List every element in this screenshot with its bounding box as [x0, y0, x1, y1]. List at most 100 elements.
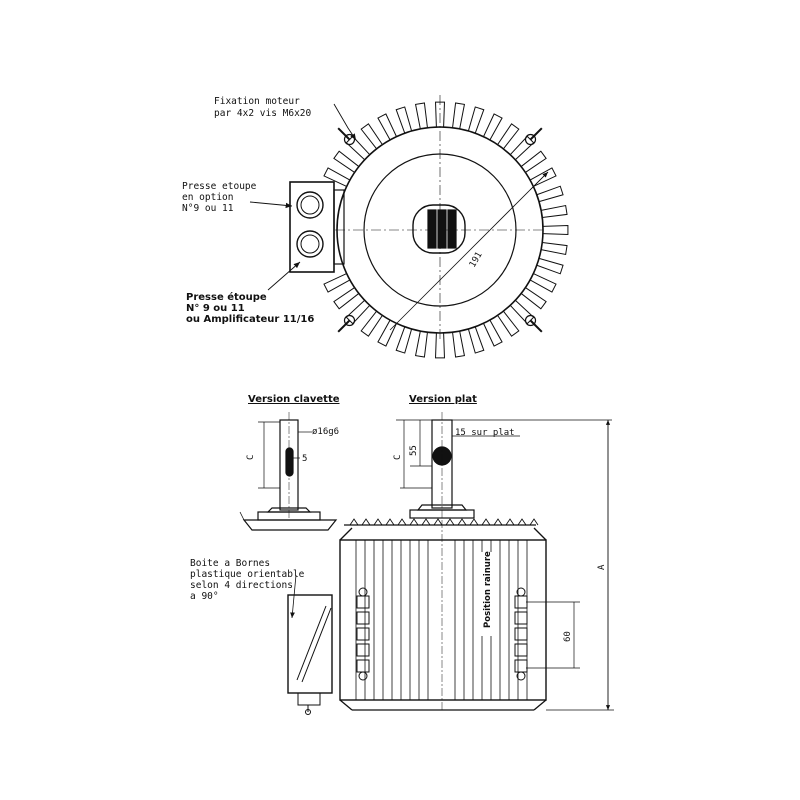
bolt-block — [356, 595, 370, 609]
boite-label-line3: selon 4 directions — [190, 580, 293, 591]
top-fin — [373, 518, 383, 526]
fin — [536, 185, 564, 203]
top-fin — [457, 518, 467, 526]
fin — [541, 242, 568, 256]
fin — [541, 204, 568, 218]
top-fin — [517, 518, 527, 526]
presse-option-line2: en option — [182, 192, 233, 203]
lug-bottom-right — [524, 314, 543, 333]
lug-bottom-left — [337, 314, 356, 333]
top-fin — [409, 518, 419, 526]
fin — [377, 319, 397, 347]
fin — [509, 299, 535, 325]
lug-top-right — [524, 127, 543, 146]
fixation-label-line1: Fixation moteur — [214, 96, 300, 107]
diameter-dim-line — [389, 171, 549, 331]
bolt-block — [514, 643, 528, 657]
fin — [333, 287, 360, 310]
top-fin-edge — [349, 518, 539, 526]
fin — [483, 319, 503, 347]
fin — [360, 123, 383, 150]
presse-label-line1: Presse étoupe — [186, 291, 267, 303]
top-fin — [529, 518, 539, 526]
fin — [497, 123, 520, 150]
clavette-shaft — [239, 412, 338, 531]
presse-option-line3: N°9 ou 11 — [182, 203, 234, 214]
side-fins — [355, 540, 528, 700]
fin — [414, 102, 428, 129]
top-fin — [445, 518, 455, 526]
lug-hole — [524, 314, 537, 327]
fixation-leader — [333, 103, 357, 141]
fin — [520, 150, 547, 173]
fin — [395, 106, 413, 134]
bolt-head — [516, 587, 526, 597]
bolt-block — [514, 627, 528, 641]
fin — [509, 135, 535, 161]
gland-box — [289, 181, 345, 273]
mounting-lugs — [337, 127, 543, 333]
fin — [452, 102, 466, 129]
fin — [377, 113, 397, 141]
bolt-block — [356, 611, 370, 625]
fin — [536, 257, 564, 275]
lug-hole — [343, 314, 356, 327]
position-rainure-label: Position rainure — [483, 551, 493, 628]
top-fin — [469, 518, 479, 526]
presse-option-line1: Presse etoupe — [182, 181, 257, 192]
key-width: 5 — [302, 454, 307, 464]
bolt-block — [514, 659, 528, 673]
boite-label-line1: Boite a Bornes — [190, 558, 270, 569]
motor-side-body — [287, 420, 614, 715]
fin — [467, 106, 485, 134]
boite-label-line2: plastique orientable — [190, 569, 305, 580]
dim-60: 60 — [563, 631, 573, 642]
fixation-label-line2: par 4x2 vis M6x20 — [214, 108, 312, 119]
lug-screw — [529, 319, 543, 333]
presse-label-line3: ou Amplificateur 11/16 — [186, 314, 314, 325]
fin — [414, 331, 428, 358]
bolt-block — [356, 627, 370, 641]
bolt-block — [514, 595, 528, 609]
boite-label-line4: a 90° — [190, 591, 219, 602]
fin — [520, 287, 547, 310]
lug-top-left — [337, 127, 356, 146]
version-clavette-title: Version clavette — [248, 394, 340, 405]
bolt-head — [358, 671, 368, 681]
fin — [452, 331, 466, 358]
bolt-head — [358, 587, 368, 597]
plat-shaft — [396, 412, 612, 520]
cooling-fins — [323, 101, 569, 359]
fin — [529, 167, 557, 187]
top-fin — [493, 518, 503, 526]
option-leader — [249, 201, 293, 209]
top-fin — [349, 518, 359, 526]
lug-screw — [337, 319, 351, 333]
dim-c-plat: C — [393, 455, 403, 460]
top-fin — [361, 518, 371, 526]
top-fin — [433, 518, 443, 526]
bolt-block — [356, 643, 370, 657]
fin — [323, 273, 351, 293]
fin — [323, 167, 351, 187]
lug-screw — [529, 127, 543, 141]
version-plat-title: Version plat — [409, 394, 477, 405]
flat-label: 15 sur plat — [455, 428, 515, 438]
diameter-dim-value: 191 — [468, 250, 485, 269]
bolt-block — [356, 659, 370, 673]
presse-label-line2: N° 9 ou 11 — [186, 303, 245, 314]
lug-hole — [524, 133, 537, 146]
motor-end-view — [249, 95, 569, 359]
shaft-diameter: ø16g6 — [312, 427, 339, 437]
fin — [529, 273, 557, 293]
dim-55: 55 — [409, 445, 419, 456]
top-fin — [385, 518, 395, 526]
top-fin — [481, 518, 491, 526]
fin — [483, 113, 503, 141]
bolt-head — [516, 671, 526, 681]
dim-c-clavette: C — [246, 455, 256, 460]
fin — [467, 326, 485, 354]
brand-logo — [412, 204, 466, 254]
top-fin — [505, 518, 515, 526]
